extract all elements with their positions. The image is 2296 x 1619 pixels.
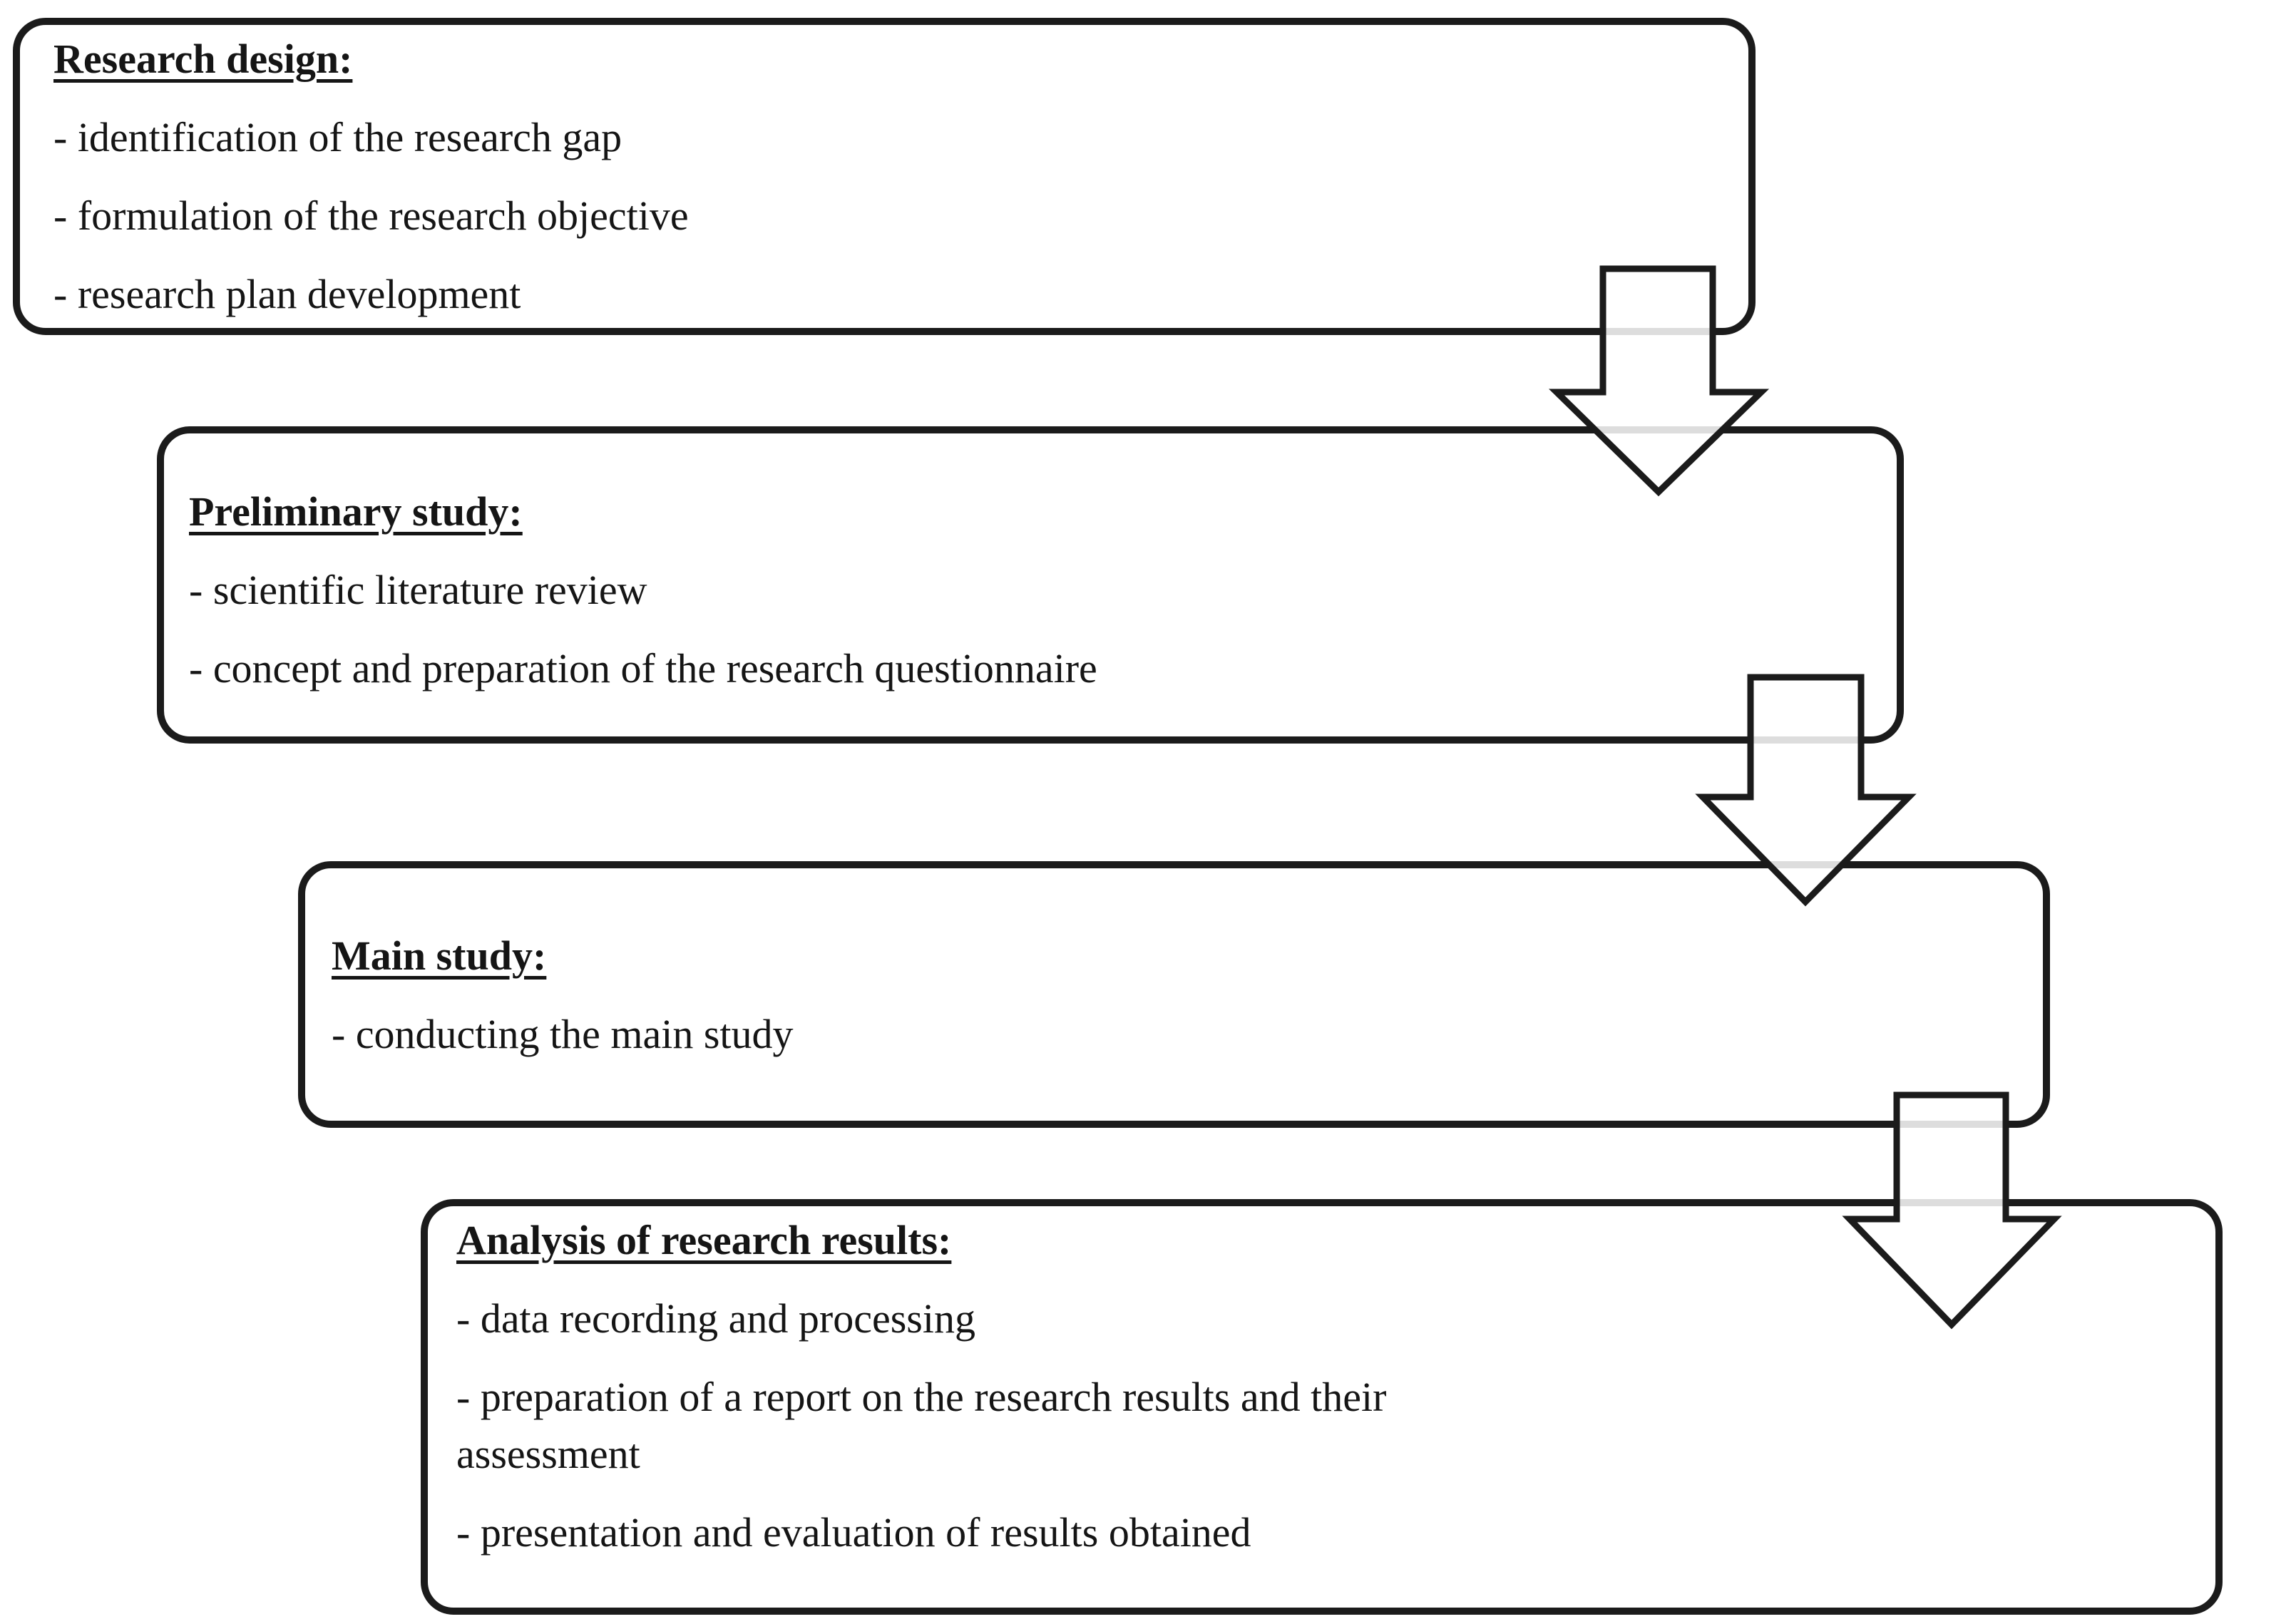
step-item: - data recording and processing xyxy=(456,1295,975,1342)
step-item: - formulation of the research objective xyxy=(53,192,689,239)
step-item: - scientific literature review xyxy=(189,567,647,613)
step-box-preliminary-study: Preliminary study: - scientific literatu… xyxy=(157,426,1904,744)
step-box-research-design: Research design: - identification of the… xyxy=(13,18,1756,335)
step-title: Main study: xyxy=(332,932,547,979)
step-title: Analysis of research results: xyxy=(456,1217,952,1263)
step-item: - presentation and evaluation of results… xyxy=(456,1509,1251,1556)
step-item: - research plan development xyxy=(53,271,521,317)
step-item: - preparation of a report on the researc… xyxy=(456,1374,1387,1477)
step-item: - conducting the main study xyxy=(332,1011,794,1057)
step-title: Research design: xyxy=(53,36,353,82)
step-item: - concept and preparation of the researc… xyxy=(189,645,1097,692)
step-item: - identification of the research gap xyxy=(53,114,622,160)
step-box-analysis-of-research-results: Analysis of research results: - data rec… xyxy=(421,1199,2223,1615)
step-title: Preliminary study: xyxy=(189,488,523,535)
step-box-main-study: Main study: - conducting the main study xyxy=(298,861,2050,1128)
